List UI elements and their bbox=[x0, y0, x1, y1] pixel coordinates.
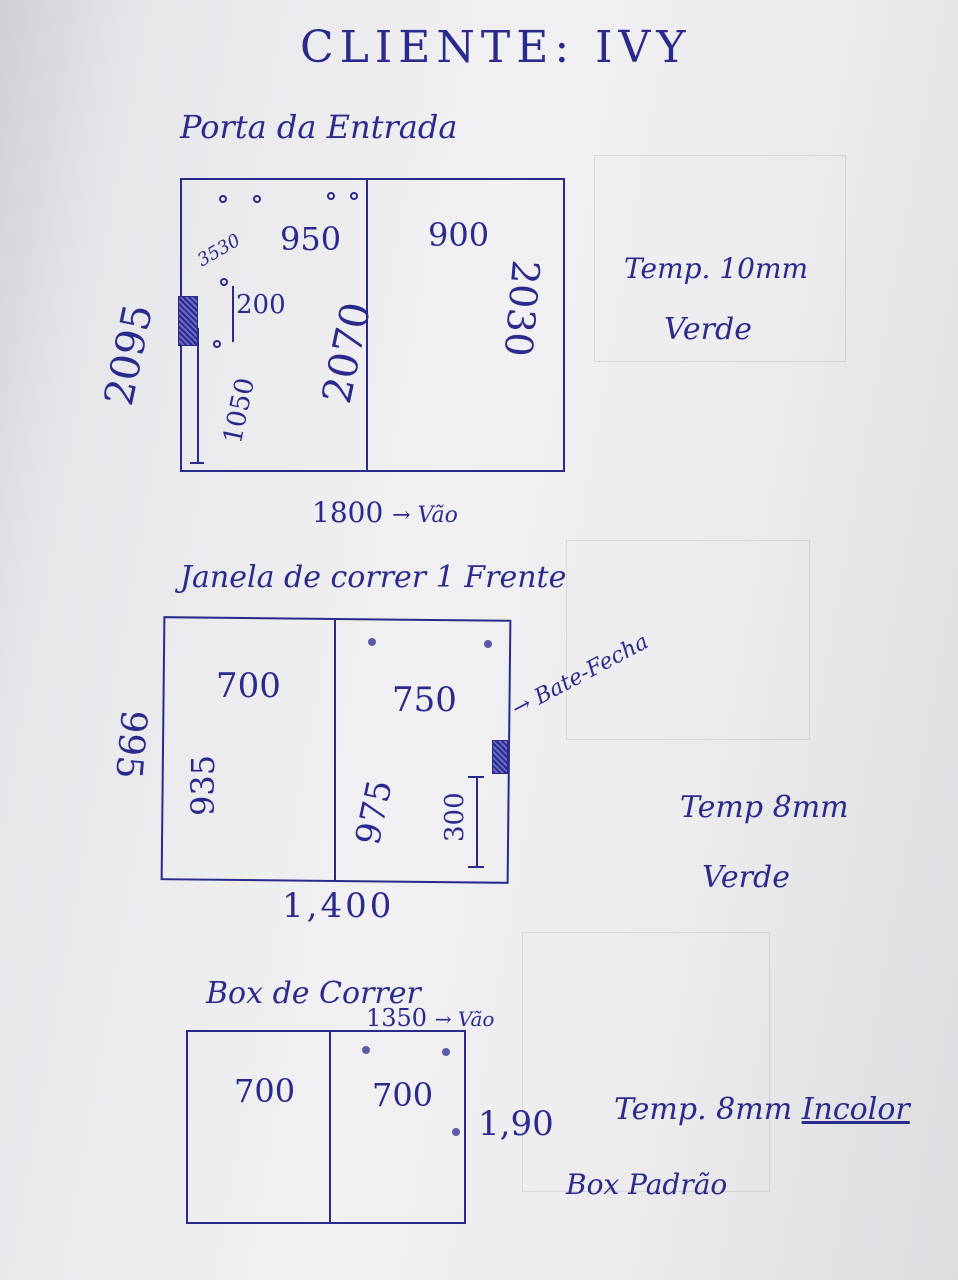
window-outer-height: 995 bbox=[107, 708, 154, 781]
window-right-width: 750 bbox=[392, 680, 457, 720]
window-frame bbox=[160, 616, 512, 884]
lock-height-line bbox=[476, 776, 478, 868]
box-top-width: 1350 → Vão bbox=[366, 1004, 494, 1032]
shower-box-divider bbox=[329, 1032, 331, 1224]
door-handle bbox=[178, 296, 198, 346]
roller-hole bbox=[368, 638, 376, 646]
section-heading: Porta da Entrada bbox=[180, 108, 458, 146]
box-left-width: 700 bbox=[234, 1072, 296, 1110]
door-glass-spec: Temp. 10mm bbox=[624, 252, 809, 285]
shower-box-frame bbox=[186, 1030, 466, 1224]
handle-height-line bbox=[197, 328, 199, 464]
lock-height-tick bbox=[468, 776, 484, 778]
roller-hole bbox=[442, 1048, 450, 1056]
box-model: Box Padrão bbox=[566, 1168, 728, 1201]
handle-span: 200 bbox=[236, 290, 286, 320]
bleed-through-sketch bbox=[522, 932, 770, 1192]
door-right-width: 900 bbox=[428, 216, 490, 254]
window-bottom-width: 1,400 bbox=[282, 886, 395, 926]
window-left-width: 700 bbox=[216, 666, 281, 706]
window-glass-color: Verde bbox=[702, 860, 790, 895]
hinge-hole bbox=[219, 195, 227, 203]
handle-hole bbox=[452, 1128, 460, 1136]
door-glass-color: Verde bbox=[664, 312, 752, 347]
box-glass-spec: Temp. 8mm Incolor bbox=[614, 1092, 910, 1127]
door-total-height: 2095 bbox=[96, 300, 163, 410]
box-glass-color: Incolor bbox=[801, 1092, 910, 1127]
bleed-through-sketch bbox=[594, 155, 846, 362]
door-bottom-value: 1800 bbox=[312, 496, 384, 529]
window-divider bbox=[334, 620, 336, 882]
box-height: 1,90 bbox=[478, 1104, 554, 1144]
door-right-panel-height: 2030 bbox=[495, 258, 548, 359]
door-bottom-suffix: → Vão bbox=[392, 503, 458, 528]
lock-height-tick bbox=[468, 866, 484, 868]
handle-span-line bbox=[232, 286, 234, 342]
handle-height-tick bbox=[190, 462, 204, 464]
bleed-through-sketch bbox=[566, 540, 810, 740]
window-left-height: 935 bbox=[184, 754, 222, 816]
box-top-suffix: → Vão bbox=[434, 1007, 495, 1031]
box-glass-type: Temp. 8mm bbox=[614, 1092, 793, 1127]
box-top-value: 1350 bbox=[366, 1004, 428, 1032]
window-lock bbox=[492, 740, 508, 774]
section-heading: Box de Correr bbox=[206, 976, 421, 1011]
lock-height: 300 bbox=[440, 792, 470, 842]
client-title: CLIENTE: IVY bbox=[300, 22, 692, 73]
door-left-width: 950 bbox=[280, 220, 342, 258]
hinge-hole bbox=[220, 278, 228, 286]
door-bottom-width: 1800 → Vão bbox=[312, 496, 458, 529]
hinge-hole bbox=[213, 340, 221, 348]
hinge-hole bbox=[350, 192, 358, 200]
door-divider bbox=[366, 180, 368, 472]
hinge-hole bbox=[253, 195, 261, 203]
section-heading: Janela de correr 1 Frente bbox=[180, 560, 567, 595]
hinge-hole bbox=[327, 192, 335, 200]
window-glass-spec: Temp 8mm bbox=[680, 790, 849, 825]
box-right-width: 700 bbox=[372, 1076, 434, 1114]
roller-hole bbox=[362, 1046, 370, 1054]
roller-hole bbox=[484, 640, 492, 648]
